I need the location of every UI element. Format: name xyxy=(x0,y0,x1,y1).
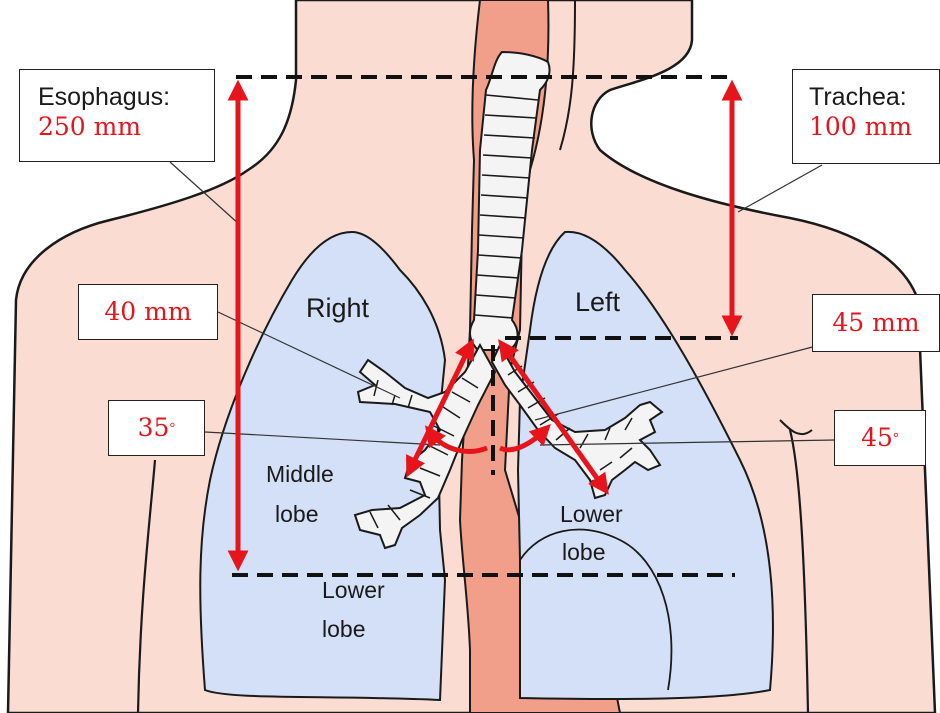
trachea-length-value: 100 mm xyxy=(809,112,939,142)
left-bronchus-length-callout: 45 mm xyxy=(812,294,940,352)
esophagus-callout: Esophagus: 250 mm xyxy=(19,69,215,162)
middle-lobe-label-line1: Middle xyxy=(266,461,334,487)
right-bronchus-length-callout: 40 mm xyxy=(78,284,218,340)
right-angle-degree-sign: ° xyxy=(169,420,175,437)
esophagus-name: Esophagus: xyxy=(38,82,214,112)
right-bronchus-length-value: 40 mm xyxy=(104,297,191,327)
right-lower-lobe-label-line1: Lower xyxy=(322,577,385,603)
left-angle-degree-sign: ° xyxy=(893,430,899,447)
middle-lobe-label-line2: lobe xyxy=(275,501,318,527)
left-lung-label: Left xyxy=(575,287,621,317)
right-lung-label: Right xyxy=(306,293,370,323)
left-lower-lobe-label-line1: Lower xyxy=(560,501,623,527)
esophagus-length-value: 250 mm xyxy=(38,112,214,142)
left-lower-lobe-label-line2: lobe xyxy=(562,539,605,565)
right-lower-lobe-label-line2: lobe xyxy=(322,616,365,642)
right-bronchus-angle-value: 35 xyxy=(138,413,170,443)
right-bronchus-angle-callout: 35° xyxy=(108,400,205,456)
trachea-name: Trachea: xyxy=(809,82,939,112)
left-bronchus-angle-value: 45 xyxy=(861,423,893,453)
trachea-callout: Trachea: 100 mm xyxy=(792,69,940,164)
left-bronchus-length-value: 45 mm xyxy=(832,308,919,338)
left-bronchus-angle-callout: 45° xyxy=(834,410,926,466)
